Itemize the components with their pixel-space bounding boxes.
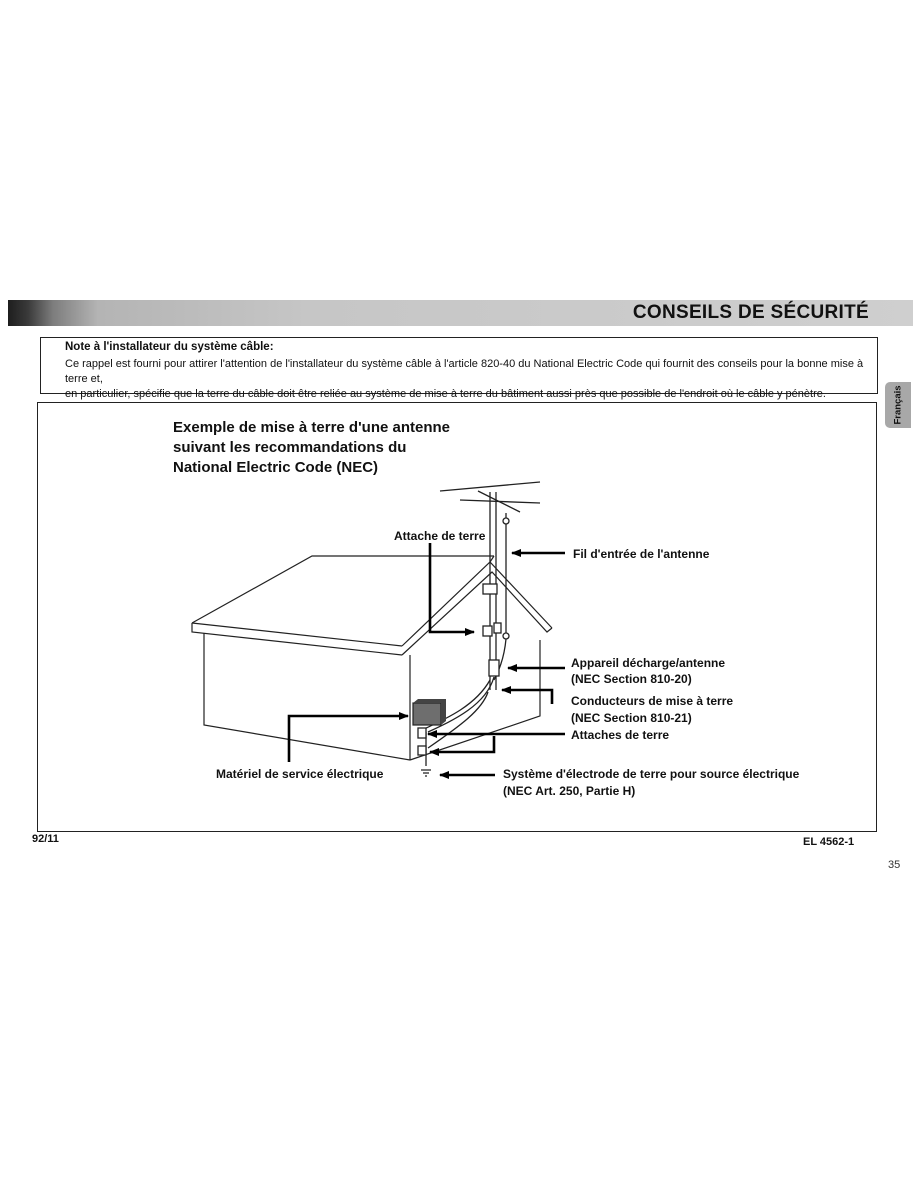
footer-left: 92/11 xyxy=(32,833,59,845)
label-electrode-system-1: Système d'électrode de terre pour source… xyxy=(503,767,800,781)
section-title: CONSEILS DE SÉCURITÉ xyxy=(632,302,869,323)
service-panel-drawing xyxy=(412,699,446,726)
label-service-equipment: Matériel de service électrique xyxy=(216,767,384,781)
label-grounding-conductors-1: Conducteurs de mise à terre xyxy=(571,694,734,708)
callout-lines xyxy=(287,543,565,779)
antenna-drawing xyxy=(439,481,541,690)
label-discharge-unit-2: (NEC Section 810-20) xyxy=(571,672,692,686)
figure-title: Exemple de mise à terre d'une antenne su… xyxy=(173,418,450,478)
house-drawing xyxy=(191,555,553,761)
label-discharge-unit-1: Appareil décharge/antenne xyxy=(571,656,726,670)
footer-right: EL 4562-1 xyxy=(803,836,855,848)
note-box: Note à l'installateur du système câble: … xyxy=(40,337,878,400)
figure-title-line-2: suivant les recommandations du xyxy=(173,439,407,456)
label-lead-in-wire: Fil d'entrée de l'antenne xyxy=(573,547,710,561)
label-grounding-conductors-2: (NEC Section 810-21) xyxy=(571,711,692,725)
page-number: 35 xyxy=(888,859,901,871)
ground-clamp-2-drawing xyxy=(417,745,427,756)
label-ground-clamp-top: Attache de terre xyxy=(394,529,486,543)
discharge-unit-drawing xyxy=(488,659,500,677)
label-ground-clamps: Attaches de terre xyxy=(571,728,670,742)
language-tab: Français xyxy=(885,382,911,428)
note-line-2: en particulier, spécifie que la terre du… xyxy=(65,388,826,400)
figure-box xyxy=(37,402,877,832)
figure-title-line-3: National Electric Code (NEC) xyxy=(173,459,379,476)
ground-clamp-1-drawing xyxy=(417,727,427,739)
label-electrode-system-2: (NEC Art. 250, Partie H) xyxy=(503,784,636,798)
note-line-1: Ce rappel est fourni pour attirer l'atte… xyxy=(65,358,864,385)
note-text: Ce rappel est fourni pour attirer l'atte… xyxy=(65,357,875,402)
section-header-bar: CONSEILS DE SÉCURITÉ xyxy=(8,300,913,326)
figure-title-line-1: Exemple de mise à terre d'une antenne xyxy=(173,419,451,436)
note-title: Note à l'installateur du système câble: xyxy=(65,341,274,353)
